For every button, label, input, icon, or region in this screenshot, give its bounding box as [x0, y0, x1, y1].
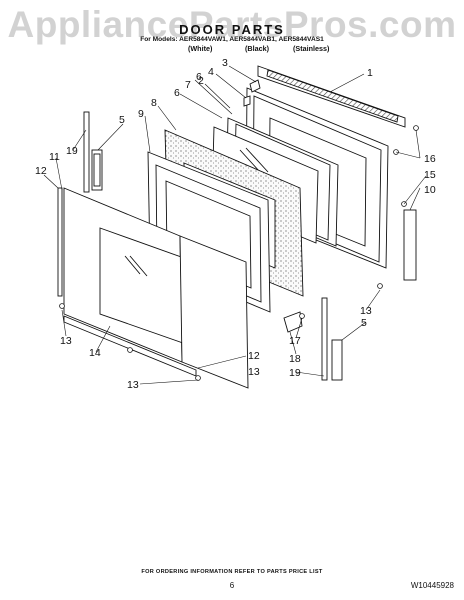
- vent-trim-part-1: [257, 65, 406, 128]
- callout-6-top: 6: [196, 71, 202, 83]
- leader-lines: [43, 65, 427, 385]
- callout-5-left: 5: [119, 114, 125, 126]
- callout-17: 17: [289, 335, 301, 347]
- watermark: AppliancePartsPros.com: [7, 4, 457, 45]
- page-number: 6: [229, 581, 235, 590]
- callout-11: 11: [49, 151, 60, 163]
- finish-stainless: (Stainless): [293, 44, 330, 53]
- callout-5-right: 5: [361, 317, 367, 329]
- callout-6: 6: [174, 87, 180, 99]
- hinge-left-part-5: [91, 149, 103, 191]
- hinge-arm-right-part-19: [321, 297, 328, 381]
- hinge-right-part-5: [331, 339, 343, 381]
- page-title: DOOR PARTS: [179, 22, 285, 37]
- callout-8: 8: [151, 97, 157, 109]
- callout-12-left: 12: [35, 165, 47, 177]
- callout-12-bottom: 12: [248, 350, 260, 362]
- hinge-arm-left-part-19: [83, 111, 90, 193]
- callout-3: 3: [222, 57, 228, 69]
- callout-7: 7: [185, 79, 191, 91]
- bottom-trim-part-14: [63, 315, 197, 377]
- callout-13-right: 13: [360, 305, 372, 317]
- callout-9: 9: [138, 108, 144, 120]
- finish-black: (Black): [245, 44, 269, 53]
- callout-19-left: 19: [66, 145, 78, 157]
- finish-white: (White): [188, 44, 213, 53]
- callout-16: 16: [424, 153, 436, 165]
- callout-13-bottom: 13: [127, 379, 139, 391]
- outer-door-right-edge: [179, 235, 249, 389]
- callout-2: 2: [198, 75, 204, 87]
- callout-18: 18: [289, 353, 301, 365]
- callout-13-left: 13: [60, 335, 72, 347]
- model-list: For Models: AER5844VAW1, AER5844VAB1, AE…: [140, 36, 324, 43]
- callout-15: 15: [424, 169, 436, 181]
- bracket-part-10: [403, 209, 417, 281]
- side-trim-part-12: [57, 187, 63, 297]
- callout-13-bottom-right: 13: [248, 366, 260, 378]
- callout-10: 10: [424, 184, 436, 196]
- document-number: W10445928: [410, 581, 454, 590]
- callout-19-right: 19: [289, 367, 301, 379]
- callout-1: 1: [367, 67, 373, 79]
- callout-14: 14: [89, 347, 101, 359]
- stop-bracket-part-18: [283, 311, 303, 333]
- ordering-note: FOR ORDERING INFORMATION REFER TO PARTS …: [141, 569, 323, 575]
- callout-4: 4: [208, 66, 214, 78]
